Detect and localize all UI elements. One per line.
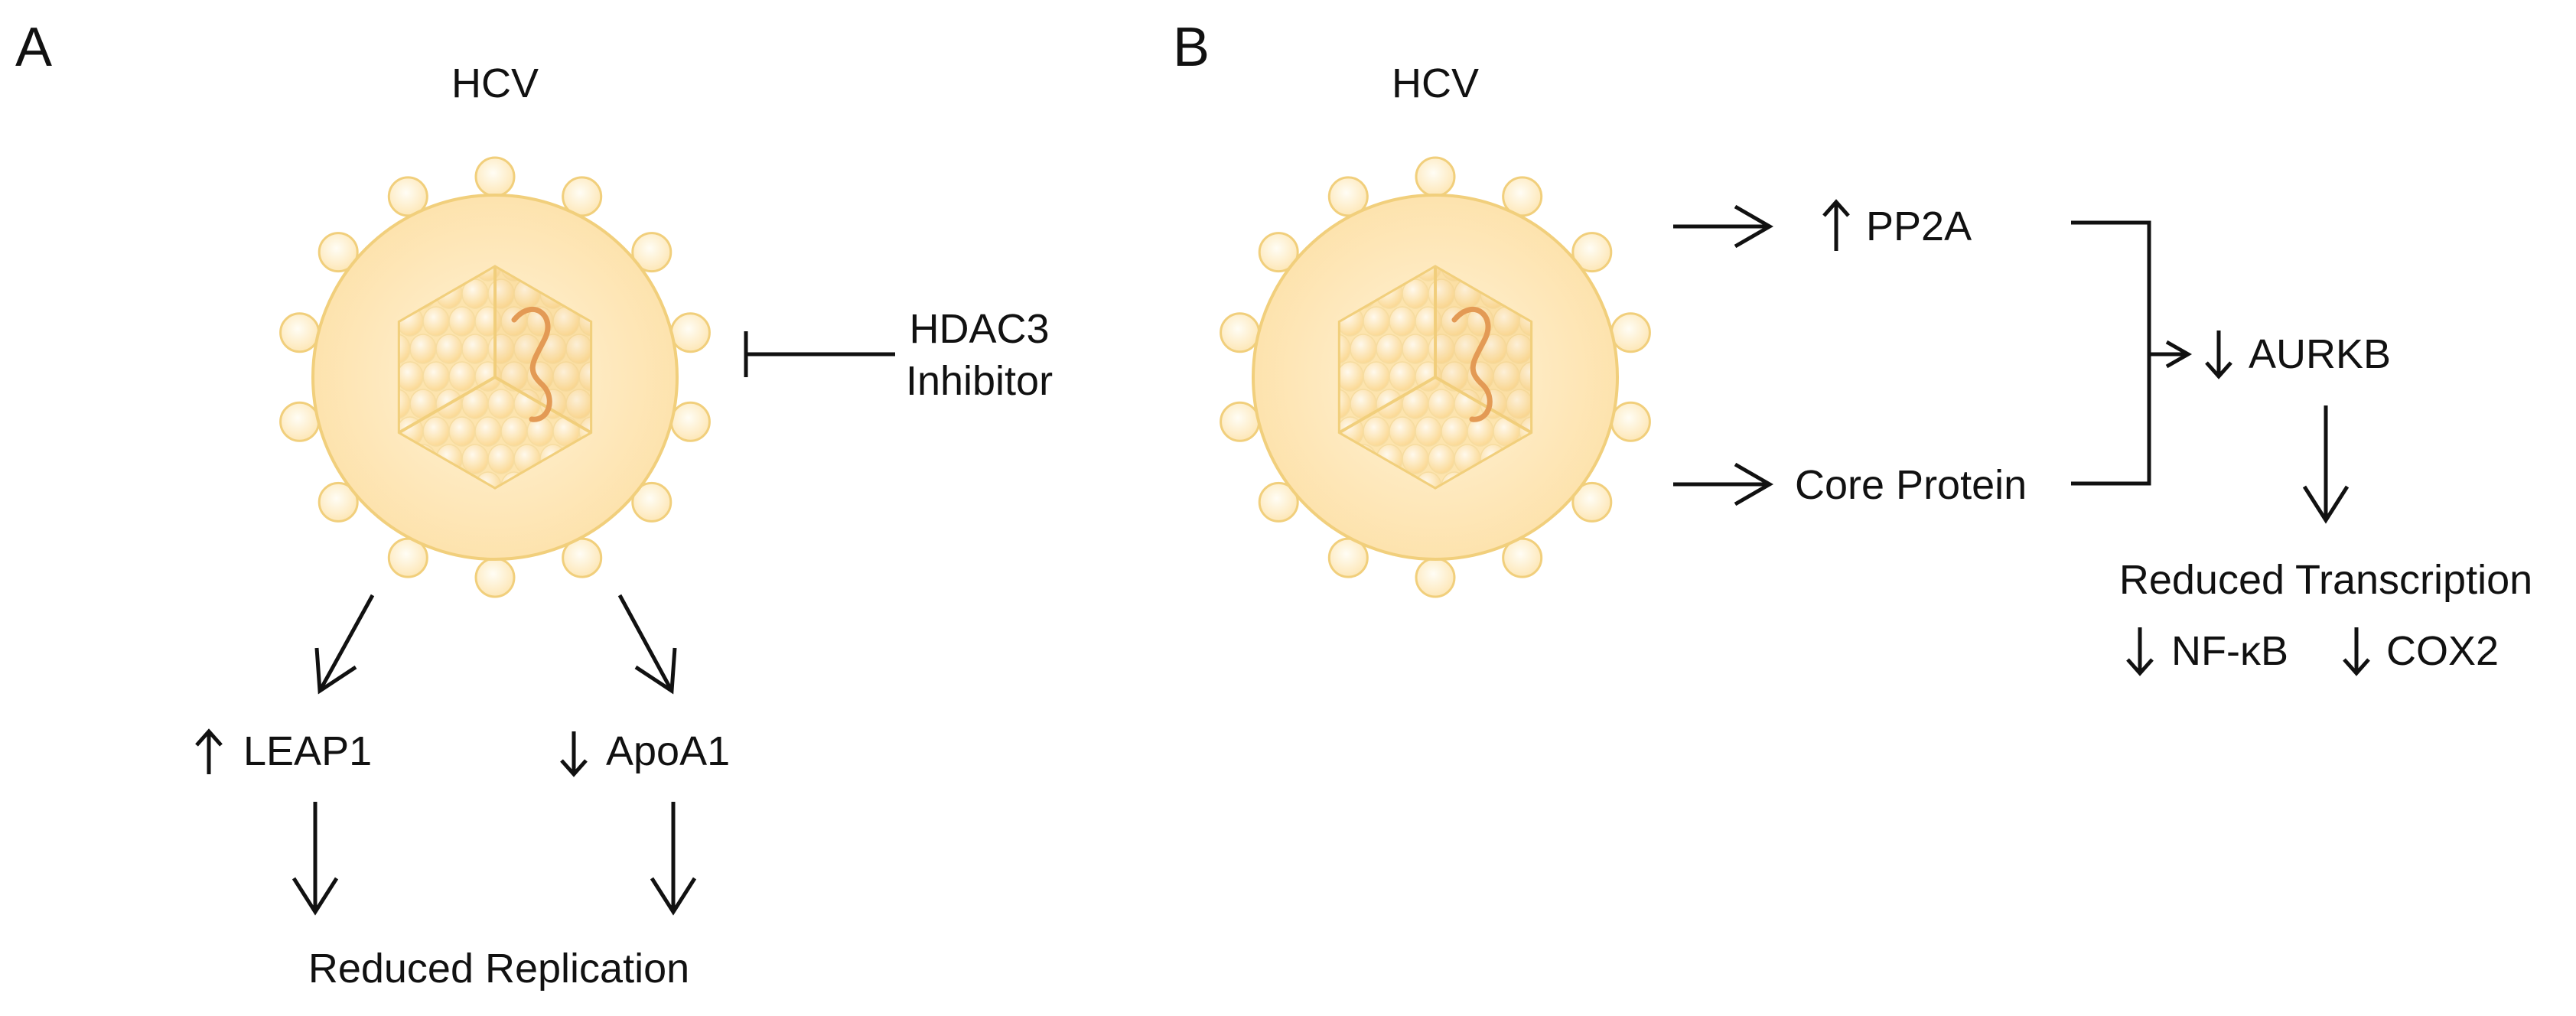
envelope-spike [631, 481, 672, 523]
panel-b: B HCV PP2A Core Protein [1173, 17, 2532, 676]
inhibition-arrow [744, 331, 895, 377]
envelope-spike [1220, 312, 1261, 353]
envelope-spike [1220, 401, 1261, 442]
apoa1-label: ApoA1 [606, 728, 730, 774]
rna-genome [511, 307, 552, 422]
panel-a-outcome: Reduced Replication [308, 946, 689, 992]
arrow-to-pp2a [1673, 204, 1773, 249]
envelope-spike [669, 401, 711, 442]
leap1-up-arrow [195, 728, 223, 774]
panel-b-virus-label: HCV [1392, 60, 1479, 106]
panel-a-letter: A [15, 17, 52, 78]
envelope-spike [474, 156, 516, 197]
envelope-spike [1610, 401, 1651, 442]
virion-spikes [1220, 156, 1651, 598]
envelope-spike [1571, 232, 1613, 273]
nfkb-label: NF-κB [2171, 628, 2288, 674]
envelope-spike [1415, 557, 1456, 598]
leap1-label: LEAP1 [243, 728, 372, 774]
panel-b-outcome: Reduced Transcription [2119, 557, 2532, 603]
aurkb-outcome-arrow [2302, 405, 2350, 524]
envelope-spike [1258, 232, 1299, 273]
inhibitor-line-2: Inhibitor [906, 358, 1053, 404]
aurkb-label: AURKB [2249, 331, 2391, 377]
inhibitor-line-1: HDAC3 [909, 306, 1049, 352]
leap1-outcome-arrow [291, 802, 339, 916]
panel-a: A HCV HDAC3 Inhibitor LEAP1 [15, 17, 1053, 992]
envelope-spike [474, 557, 516, 598]
nfkb-down-arrow [2126, 627, 2154, 676]
envelope-spike [1571, 481, 1613, 523]
hcv-virion-b [1220, 156, 1651, 598]
envelope-spike [1415, 156, 1456, 197]
arrow-to-apoa1 [617, 594, 677, 695]
cox2-down-arrow [2343, 627, 2370, 676]
aurkb-down-arrow [2205, 331, 2232, 379]
envelope-spike [279, 312, 321, 353]
envelope-spike [669, 312, 711, 353]
panel-b-letter: B [1173, 17, 1210, 78]
convergence-bracket [2071, 220, 2193, 486]
pp2a-up-arrow [1822, 199, 1850, 251]
envelope-spike [318, 481, 359, 523]
envelope-spike [318, 232, 359, 273]
envelope-spike [1258, 481, 1299, 523]
pp2a-label: PP2A [1866, 204, 1972, 249]
apoa1-outcome-arrow [650, 802, 697, 916]
virion-spikes [279, 156, 711, 598]
panel-a-virus-label: HCV [451, 60, 539, 106]
envelope-spike [279, 401, 321, 442]
arrow-to-core-protein [1673, 462, 1773, 506]
rna-genome [1451, 307, 1493, 422]
arrow-to-leap1 [314, 594, 375, 695]
cox2-label: COX2 [2386, 628, 2499, 674]
apoa1-down-arrow [560, 731, 588, 777]
envelope-spike [631, 232, 672, 273]
core-protein-label: Core Protein [1795, 462, 2027, 508]
hcv-virion-a [279, 156, 711, 598]
envelope-spike [1610, 312, 1651, 353]
